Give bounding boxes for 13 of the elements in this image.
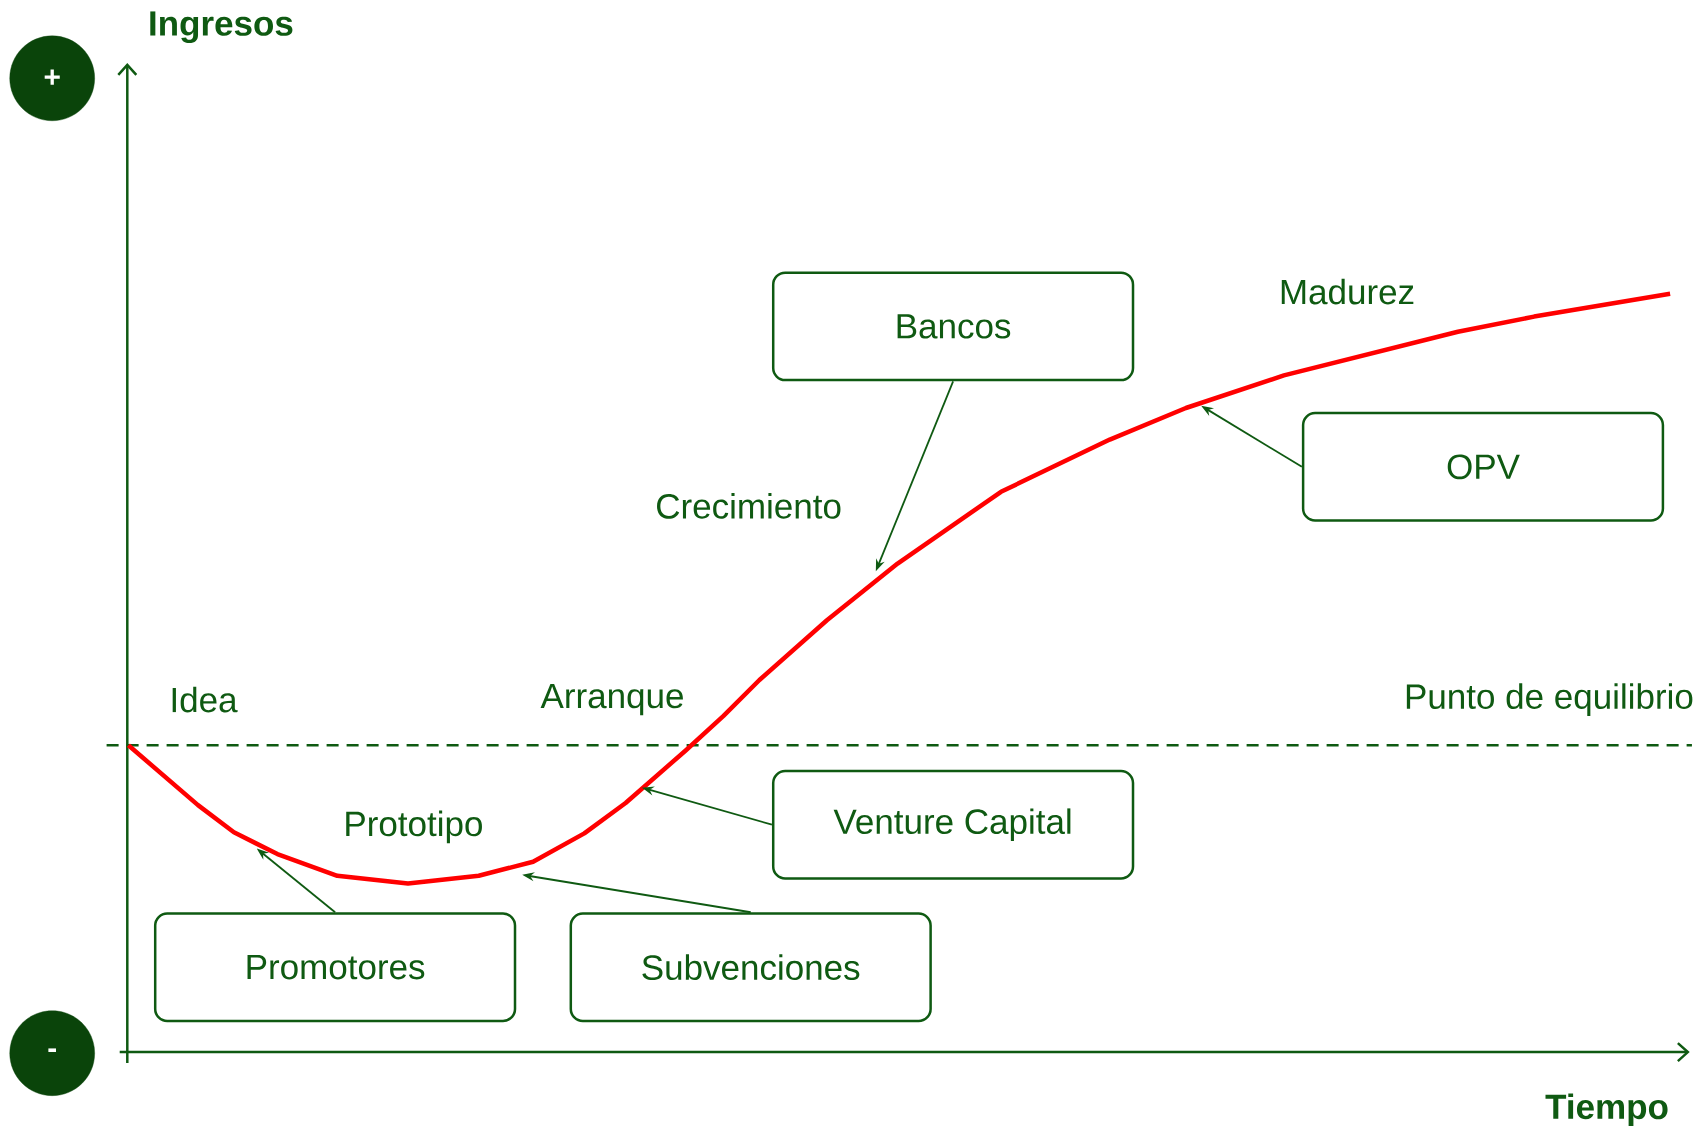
stage-label: Madurez bbox=[1281, 278, 1414, 305]
source-box: Bancos bbox=[771, 271, 1135, 382]
source-box: Venture Capital bbox=[771, 769, 1135, 880]
stage-label: Crecimiento bbox=[657, 493, 841, 519]
stage-label: Punto de equilibrio bbox=[1406, 683, 1693, 716]
stage-label: Prototipo bbox=[346, 810, 482, 844]
source-box: Subvenciones bbox=[569, 912, 932, 1023]
source-box: OPV bbox=[1301, 411, 1665, 522]
axis-title: Ingresos bbox=[150, 11, 293, 43]
source-box: Promotores bbox=[153, 912, 517, 1023]
stage-label: Arranque bbox=[540, 683, 683, 716]
axis-title: Tiempo bbox=[1545, 1093, 1668, 1127]
stage-label: Idea bbox=[172, 686, 238, 713]
